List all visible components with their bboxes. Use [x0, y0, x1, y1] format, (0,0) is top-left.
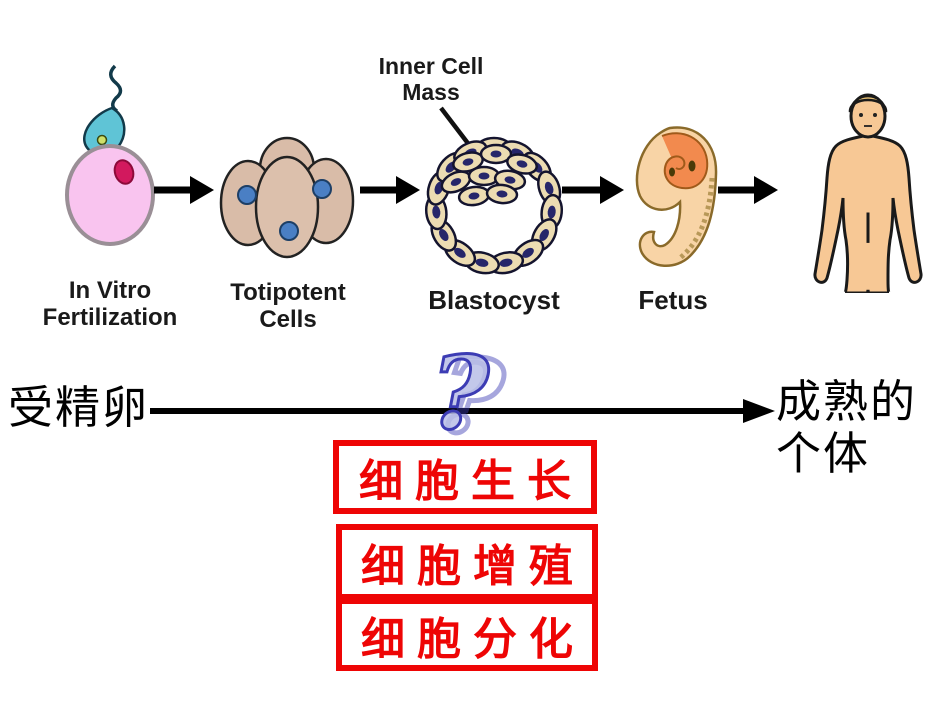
- arrow-icon: [718, 176, 778, 204]
- cell-nucleus: [279, 221, 299, 241]
- mature-individual-line2: 个体: [776, 427, 871, 480]
- cell-proliferation-box: 细胞增殖: [336, 524, 598, 600]
- fetus-eye: [688, 160, 696, 172]
- adult-human-illustration: [813, 93, 923, 293]
- zygote-label: 受精卵: [8, 381, 150, 434]
- egg-nucleus: [113, 159, 135, 185]
- egg-sperm-illustration: [65, 64, 155, 246]
- mature-individual-line1: 成熟的: [776, 375, 918, 428]
- sperm-nucleus: [96, 134, 108, 146]
- human-hair: [848, 94, 888, 113]
- cell-growth-box: 细胞生长: [333, 440, 597, 514]
- stage-label-totipotent: Totipotent Cells: [230, 279, 346, 333]
- arrow-icon: [562, 176, 624, 204]
- blastocyst-illustration: [424, 136, 564, 275]
- cell-proliferation-label: 细胞增殖: [361, 541, 585, 592]
- stage-label-fetus: Fetus: [638, 285, 708, 315]
- stage-label-ivf: In Vitro Fertilization: [42, 277, 178, 331]
- arrow-icon: [360, 176, 420, 204]
- cell-growth-label: 细胞生长: [359, 456, 583, 507]
- pointer-line: [439, 106, 472, 148]
- totipotent-cells-illustration: [219, 136, 355, 259]
- cell-differentiation-box: 细胞分化: [336, 598, 598, 671]
- inner-cell-mass-cluster: [440, 143, 538, 207]
- egg-cell: [65, 144, 155, 246]
- cell-differentiation-label: 细胞分化: [361, 613, 585, 665]
- arrow-icon: [154, 176, 214, 204]
- inner-cell-mass-label: Inner Cell Mass: [378, 53, 484, 105]
- sperm-tail: [109, 64, 123, 113]
- svg-text:?: ?: [431, 334, 491, 452]
- flow-arrow: [150, 399, 775, 423]
- fetus-illustration: [635, 126, 718, 267]
- cell-nucleus: [312, 179, 332, 199]
- cell-nucleus: [237, 185, 257, 205]
- mature-individual-label: 成熟的 个体: [776, 376, 917, 480]
- stage-label-blastocyst: Blastocyst: [428, 285, 560, 315]
